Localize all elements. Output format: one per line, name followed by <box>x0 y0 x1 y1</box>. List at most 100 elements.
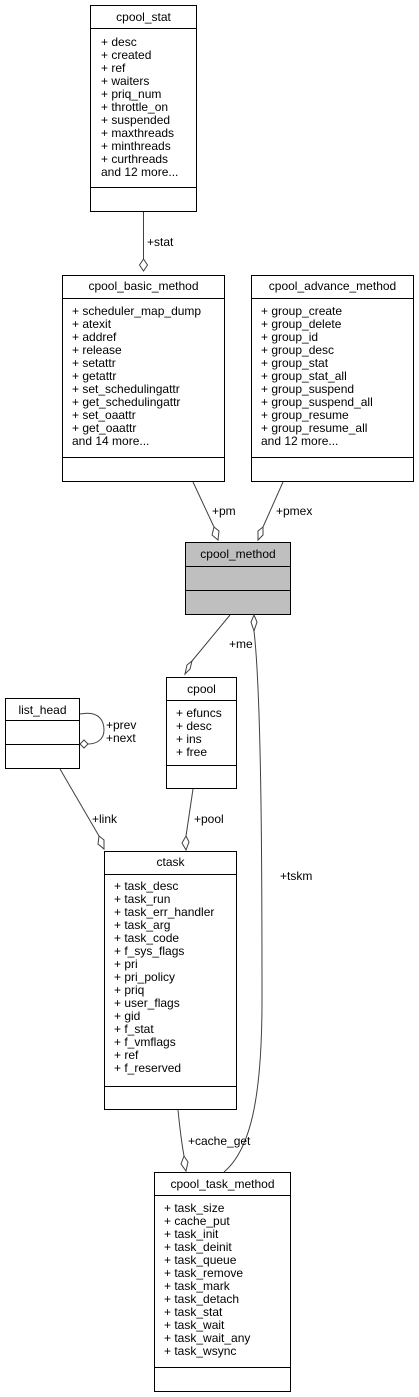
member: + suspended <box>101 113 170 127</box>
edge-pm: +pm <box>192 481 236 541</box>
member: + user_flags <box>114 996 180 1010</box>
member: + group_delete <box>261 317 342 331</box>
member: + task_wait <box>164 1318 225 1332</box>
member: + ins <box>176 732 202 746</box>
class-name: cpool_method <box>200 547 275 561</box>
edge-label-pm: +pm <box>212 504 236 518</box>
member: + setattr <box>72 356 116 370</box>
edge-label-stat: +stat <box>147 235 174 249</box>
edge-pmex: +pmex <box>257 481 312 542</box>
member: + task_desc <box>114 879 178 893</box>
member: + group_suspend <box>261 382 354 396</box>
member: + set_oaattr <box>72 408 136 422</box>
class-name: ctask <box>156 855 185 869</box>
member: + f_sys_flags <box>114 944 184 958</box>
class-name: cpool_stat <box>116 10 171 24</box>
member: + task_run <box>114 892 170 906</box>
class-cpool-stat[interactable]: cpool_stat + desc + created + ref + wait… <box>90 5 197 212</box>
member: + task_detach <box>164 1292 239 1306</box>
member: + cache_put <box>164 1214 230 1228</box>
edge-label-next: +next <box>106 731 136 745</box>
member: + task_queue <box>164 1253 237 1267</box>
member: + scheduler_map_dump <box>72 304 201 318</box>
member: + group_resume <box>261 408 349 422</box>
member: + efuncs <box>176 706 222 720</box>
member: + minthreads <box>101 139 171 153</box>
member: + throttle_on <box>101 100 168 114</box>
member: + waiters <box>101 74 149 88</box>
edge-label-tskm: +tskm <box>280 869 312 883</box>
member-more: and 12 more... <box>101 165 178 179</box>
class-name: cpool_task_method <box>170 1177 274 1191</box>
edge-label-link: +link <box>92 812 118 826</box>
class-ctask[interactable]: ctask + task_desc + task_run + task_err_… <box>104 851 237 1110</box>
member: + ref <box>101 61 126 75</box>
edge-link: +link <box>59 768 118 851</box>
member-more: and 14 more... <box>72 434 149 448</box>
member: + group_resume_all <box>261 421 367 435</box>
edge-prev-next: +prev +next <box>79 712 136 749</box>
member: + set_schedulingattr <box>72 382 180 396</box>
member: + get_oaattr <box>72 421 136 435</box>
edge-label-pmex: +pmex <box>276 504 312 518</box>
member: + group_desc <box>261 343 334 357</box>
member: + curthreads <box>101 152 168 166</box>
edge-label-me: +me <box>229 637 253 651</box>
class-name: cpool_basic_method <box>88 279 198 293</box>
member: + priq_num <box>101 87 161 101</box>
member: + pri <box>114 957 138 971</box>
member: + getattr <box>72 369 116 383</box>
member: + task_err_handler <box>114 905 214 919</box>
edge-cache-get: +cache_get <box>177 1109 251 1173</box>
edge-me: +me <box>184 614 253 676</box>
edge-stat: +stat <box>138 212 174 272</box>
class-cpool[interactable]: cpool + efuncs + desc + ins + free <box>166 677 237 789</box>
class-name: cpool <box>187 682 216 696</box>
member: + task_size <box>164 1201 225 1215</box>
member: + atexit <box>72 317 112 331</box>
member: + task_init <box>164 1227 219 1241</box>
class-list-head[interactable]: list_head <box>5 698 80 769</box>
member: + priq <box>114 983 144 997</box>
member: + desc <box>176 719 212 733</box>
member: + task_wait_any <box>164 1331 250 1345</box>
member: + gid <box>114 1009 140 1023</box>
class-cpool-basic-method[interactable]: cpool_basic_method + scheduler_map_dump … <box>62 275 225 482</box>
member: + task_deinit <box>164 1240 232 1254</box>
member: + task_wsync <box>164 1344 236 1358</box>
member-more: and 12 more... <box>261 434 338 448</box>
member: + group_suspend_all <box>261 395 373 409</box>
edge-label-prev: +prev <box>106 718 136 732</box>
member: + task_stat <box>164 1305 223 1319</box>
class-cpool-advance-method[interactable]: cpool_advance_method + group_create + gr… <box>251 275 414 482</box>
member: + group_stat <box>261 356 329 370</box>
member: + f_stat <box>114 1022 154 1036</box>
member: + created <box>101 48 151 62</box>
member: + task_remove <box>164 1266 243 1280</box>
edge-label-cache-get: +cache_get <box>188 1134 251 1148</box>
member: + release <box>72 343 122 357</box>
edge-tskm: +tskm <box>223 613 312 1173</box>
member: + group_stat_all <box>261 369 347 383</box>
edge-pool: +pool <box>181 788 224 852</box>
class-name: list_head <box>18 703 66 717</box>
member: + task_arg <box>114 918 170 932</box>
member: + task_mark <box>164 1279 231 1293</box>
member: + pri_policy <box>114 970 175 984</box>
class-cpool-task-method[interactable]: cpool_task_method + task_size + cache_pu… <box>154 1172 291 1392</box>
class-name: cpool_advance_method <box>269 279 396 293</box>
member: + desc <box>101 35 137 49</box>
edge-label-pool: +pool <box>194 812 224 826</box>
member: + task_code <box>114 931 179 945</box>
member: + group_id <box>261 330 318 344</box>
member: + f_reserved <box>114 1061 181 1075</box>
member: + ref <box>114 1048 139 1062</box>
member: + f_vmflags <box>114 1035 176 1049</box>
member: + group_create <box>261 304 342 318</box>
member: + get_schedulingattr <box>72 395 180 409</box>
class-cpool-method[interactable]: cpool_method <box>185 542 291 615</box>
member: + free <box>176 745 207 759</box>
member: + addref <box>72 330 117 344</box>
member: + maxthreads <box>101 126 174 140</box>
